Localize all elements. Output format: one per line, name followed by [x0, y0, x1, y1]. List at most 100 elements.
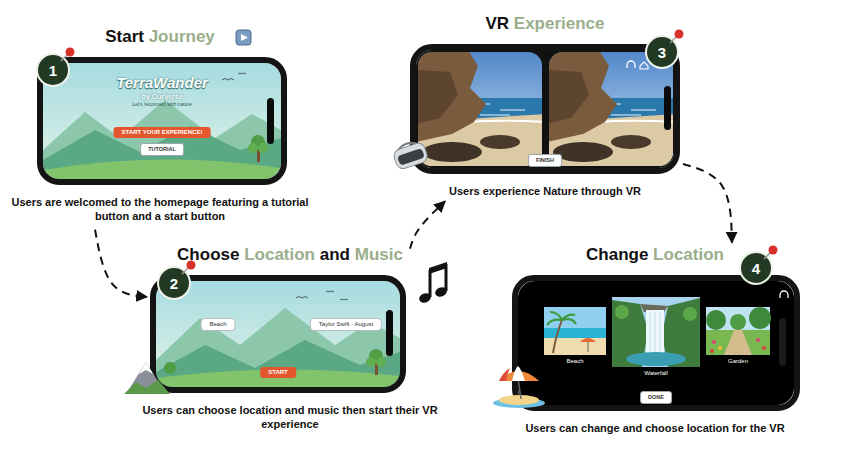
choose-screen-part	[366, 357, 376, 367]
home-screen-part	[43, 100, 281, 179]
beach-picture-part	[544, 307, 606, 355]
play-icon-part	[241, 34, 248, 41]
push-pin	[58, 46, 76, 64]
push-pin	[667, 28, 685, 46]
phone-screen: Start JourneyTerraWanderby OurVerseLet's…	[37, 57, 287, 185]
music-note-icon	[418, 262, 448, 304]
music-note-icon-part	[445, 264, 448, 291]
vr-right-view-part-part	[553, 142, 613, 162]
waterfall-picture-part	[626, 352, 686, 366]
push-pin	[179, 259, 197, 277]
location-screen-part	[518, 281, 794, 405]
step-heading: VR Experience	[485, 14, 604, 34]
dropdown-selector: Beach	[200, 318, 235, 331]
secondary-button: FINISH	[528, 154, 562, 167]
button-label: Beach	[209, 321, 226, 328]
callout-circle: 1	[36, 53, 70, 87]
music-note-icon-part	[429, 270, 432, 297]
dropdown-selector: Taylor Swift - August	[310, 318, 382, 331]
callout-circle: 4	[739, 251, 773, 285]
button-label: DONE	[648, 394, 664, 401]
headphones-icon	[627, 61, 635, 68]
choose-screen	[156, 281, 400, 387]
choose-screen-part	[156, 281, 400, 387]
callout-circle: 2	[157, 266, 191, 300]
music-note-icon-part	[418, 292, 432, 305]
garden-picture	[706, 307, 771, 355]
button-label: START YOUR EXPERIENCE!	[122, 129, 203, 136]
flow-arrow	[95, 230, 147, 297]
button-label: TUTORIAL	[148, 146, 176, 153]
garden-picture-part	[730, 314, 746, 330]
waterfall-picture-part	[615, 305, 629, 319]
callout-number: 2	[170, 275, 178, 292]
music-note-icon-part	[434, 286, 448, 299]
garden-picture-part	[706, 307, 770, 355]
garden-picture-part	[706, 330, 770, 355]
vr-right-view-part-part	[549, 52, 617, 142]
play-icon-part	[236, 30, 251, 45]
vr-left-view-part-part	[480, 135, 520, 149]
button-label: FINISH	[536, 157, 554, 164]
secondary-button: TUTORIAL	[140, 143, 184, 156]
beach-umbrella-icon	[493, 366, 545, 408]
garden-picture-part	[710, 349, 714, 353]
beach-umbrella-icon-part	[499, 395, 539, 405]
home-screen	[43, 63, 281, 179]
garden-picture-part	[724, 330, 752, 355]
vr-left-view-part	[418, 52, 542, 166]
choose-screen-part	[296, 291, 348, 300]
callout-number: 1	[49, 62, 57, 79]
garden-picture-part	[762, 346, 766, 350]
step-heading: Change Location	[586, 245, 724, 265]
waterfall-picture	[612, 297, 700, 367]
app-title: TerraWander	[116, 75, 208, 92]
choose-screen-part	[164, 362, 176, 374]
vr-headset-icon	[391, 139, 429, 171]
vr-left-view-part-part	[422, 142, 482, 162]
callout-number: 3	[658, 44, 666, 61]
step-caption: Users can change and choose location for…	[525, 421, 784, 435]
home-icon	[640, 62, 648, 69]
push-pin-part	[769, 246, 778, 255]
vr-screen	[416, 50, 677, 168]
callout-number: 4	[752, 260, 760, 277]
vr-headset-icon-part	[392, 141, 429, 170]
step-caption: Users are welcomed to the homepage featu…	[10, 195, 310, 224]
mountain-icon-part	[124, 380, 170, 394]
push-pin-part	[187, 261, 196, 270]
beach-picture-part	[544, 328, 606, 338]
location-screen-part-part	[518, 281, 794, 405]
choose-screen-part	[376, 357, 386, 367]
beach-umbrella-icon-part	[518, 378, 521, 399]
tile-label: Garden	[706, 358, 770, 365]
waterfall-picture-part	[683, 307, 697, 321]
home-screen-part	[43, 63, 281, 179]
vr-screen-part	[664, 86, 671, 130]
home-screen-part	[222, 73, 246, 80]
app-byline: by OurVerse	[141, 93, 182, 101]
primary-button: START YOUR EXPERIENCE!	[114, 127, 211, 138]
phone-screen: VR ExperienceUsers experience Nature thr…	[410, 44, 680, 174]
mountain-icon	[124, 362, 170, 394]
secondary-button: DONE	[640, 391, 672, 404]
beach-picture-part	[547, 312, 576, 325]
button-label: START	[268, 369, 288, 376]
push-pin-part	[675, 30, 684, 39]
home-screen-part	[258, 143, 268, 153]
garden-picture-part	[718, 346, 722, 350]
vr-left-view-part-part	[418, 52, 542, 166]
vr-right-view-part-part	[549, 70, 589, 124]
phone-screen: Choose Location and MusicUsers can choos…	[150, 275, 406, 393]
callout-circle: 3	[645, 35, 679, 69]
home-screen-part	[267, 98, 274, 144]
primary-button: START	[260, 367, 296, 378]
headphones-icon	[780, 291, 788, 298]
waterfall-picture-part	[650, 312, 660, 352]
flow-arrow	[683, 164, 732, 243]
waterfall-picture-part	[646, 310, 664, 354]
garden-picture-part	[749, 307, 771, 329]
push-pin	[761, 244, 779, 262]
